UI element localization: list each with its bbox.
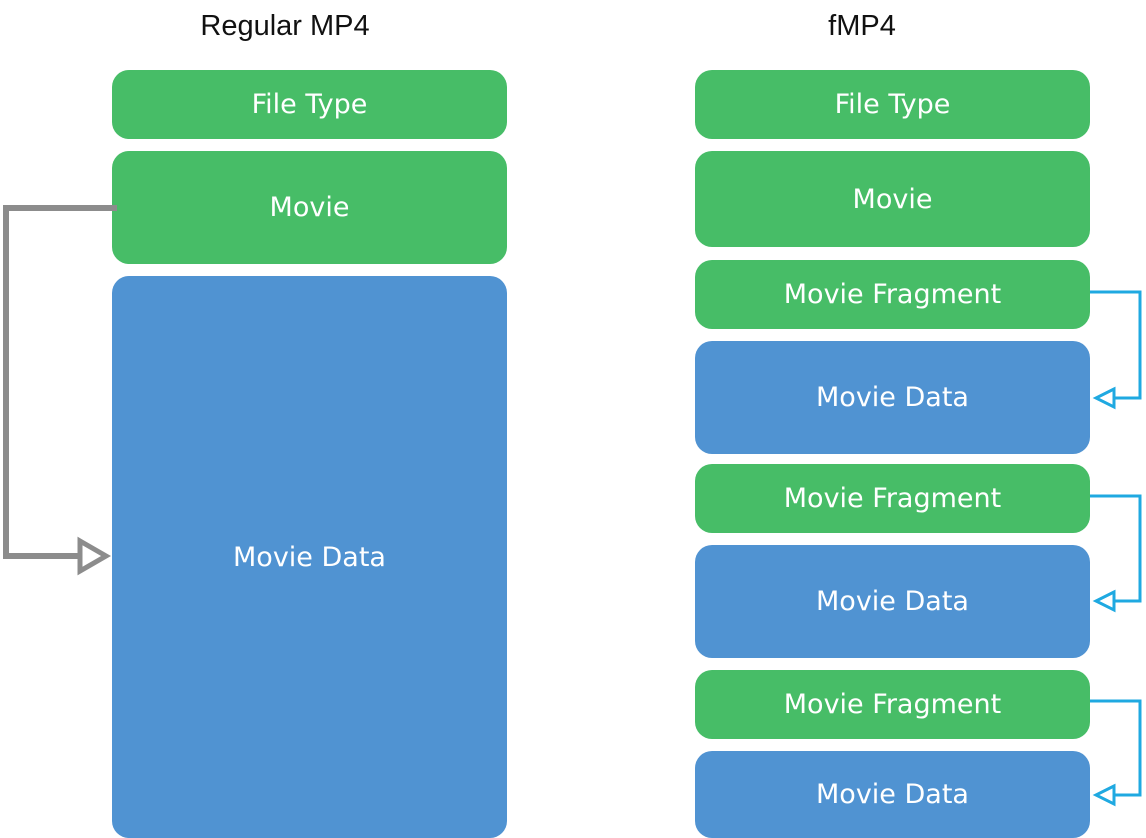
fmp4-movie-box: Movie [695,151,1090,247]
fmp4-heading: fMP4 [828,10,896,42]
fragment-2-to-data-arrow [1090,494,1142,613]
fragment-3-to-data-arrow [1090,699,1142,807]
regular-file-type-box: File Type [112,70,507,139]
fmp4-movie-data-box-2: Movie Data [695,545,1090,658]
regular-movie-to-data-arrow [3,205,117,576]
fmp4-movie-fragment-box-3: Movie Fragment [695,670,1090,739]
fmp4-file-type-box: File Type [695,70,1090,139]
regular-movie-box: Movie [112,151,507,264]
regular-movie-data-box: Movie Data [112,276,507,838]
fmp4-movie-data-box-3: Movie Data [695,751,1090,838]
fmp4-movie-fragment-box-1: Movie Fragment [695,260,1090,329]
fmp4-movie-data-box-1: Movie Data [695,341,1090,454]
regular-mp4-heading: Regular MP4 [200,10,370,42]
fmp4-movie-fragment-box-2: Movie Fragment [695,464,1090,533]
fragment-1-to-data-arrow [1090,290,1142,410]
